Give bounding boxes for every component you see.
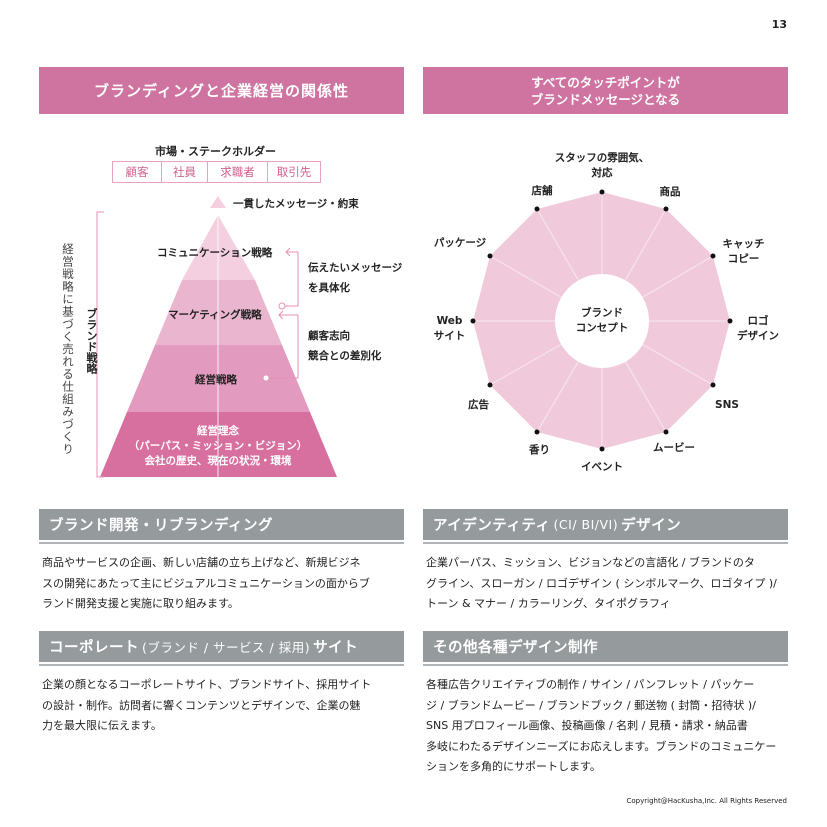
body-line: 商品やサービスの企画、新しい店舗の立ち上げなど、新規ビジネ: [42, 556, 361, 569]
title-bold: アイデンティティ: [433, 518, 551, 534]
stakeholder-jobseeker: 求職者: [208, 162, 268, 182]
philosophy-line-1: 経営理念: [197, 425, 239, 437]
body-line: グライン、スローガン / ロゴデザイン ( シンボルマーク、ロゴタイプ )/: [426, 576, 777, 590]
stakeholder-customer: 顧客: [113, 162, 162, 182]
body-line: スの開発にあたって主にビジュアルコミュニケーションの面からブ: [42, 576, 370, 590]
touchpoint-catchcopy: キャッチ コピー: [716, 237, 771, 267]
touchpoint-staff-line-1: スタッフの雰囲気、: [554, 152, 650, 164]
brand-concept-line-1: ブランド: [581, 307, 623, 319]
philosophy-line-2: （パーパス・ミッション・ビジョン）: [128, 440, 308, 452]
philosophy-line-3: 会社の歴史、現在の状況・環境: [144, 455, 292, 467]
body-line: 力を最大限に伝えます。: [42, 719, 162, 732]
title-bold: コーポレート: [49, 640, 139, 656]
touchpoints-title-line-2: ブランドメッセージとなる: [530, 91, 681, 107]
apex-label: 一貫したメッセージ・約束: [233, 198, 359, 210]
title-light: (ブランド / サービス / 採用): [142, 640, 311, 655]
stakeholder-employee: 社員: [162, 162, 208, 182]
section-divider: [39, 664, 404, 666]
touchpoints-title-line-1: すべてのタッチポイントが: [531, 74, 680, 90]
layer-label-management: 経営戦略: [195, 374, 237, 386]
title-bold-2: デザイン: [621, 518, 682, 534]
touchpoint-staff-line-2: 対応: [591, 167, 613, 179]
touchpoint-logo-design: ロゴ デザイン: [733, 314, 783, 344]
brand-concept-circle: [555, 274, 649, 368]
section-corporate-site-body: 企業の顔となるコーポレートサイト、ブランドサイト、採用サイト の設計・制作。訪問…: [42, 675, 412, 737]
section-identity-design-body: 企業パーパス、ミッション、ビジョンなどの言語化 / ブランドのタ グライン、スロ…: [426, 553, 796, 615]
page-number: 13: [771, 18, 787, 31]
brand-concept-line-2: コンセプト: [575, 322, 629, 334]
body-line: ションを多角的にサポートします。: [426, 760, 601, 773]
brand-concept-label: ブランド コンセプト: [562, 306, 642, 336]
touchpoint-logo-line-1: ロゴ: [747, 315, 769, 327]
pyramid-apex: [210, 196, 226, 208]
touchpoint-website-line-2: サイト: [433, 330, 466, 342]
touchpoint-wheel-diagram: [470, 189, 733, 452]
body-line: ジ / ブランドムービー / ブランドブック / 郵送物 ( 封筒・招待状 )/: [426, 698, 756, 712]
section-brand-development-body: 商品やサービスの企画、新しい店舗の立ち上げなど、新規ビジネ スの開発にあたって主…: [42, 553, 412, 615]
touchpoint-movie: ムービー: [653, 442, 695, 454]
touchpoint-catchcopy-line-2: コピー: [727, 253, 760, 265]
section-divider: [423, 664, 788, 666]
touchpoints-title: すべてのタッチポイントが ブランドメッセージとなる: [423, 67, 788, 114]
touchpoint-product: 商品: [659, 186, 681, 198]
section-corporate-site-title: コーポレート (ブランド / サービス / 採用) サイト: [39, 631, 404, 662]
branding-pyramid-diagram: [96, 196, 337, 478]
title-bold-2: サイト: [313, 640, 359, 656]
touchpoint-website: Web サイト: [432, 314, 467, 344]
touchpoint-logo-line-2: デザイン: [737, 330, 779, 342]
touchpoint-staff: スタッフの雰囲気、 対応: [542, 151, 662, 181]
section-divider: [39, 542, 404, 544]
touchpoint-website-line-1: Web: [436, 315, 463, 327]
touchpoint-catchcopy-line-1: キャッチ: [722, 238, 765, 250]
note-1-line-1: 伝えたいメッセージ: [308, 262, 403, 274]
body-line: トーン & マナー / カラーリング、タイポグラフィ: [426, 597, 671, 610]
note-2-line-1: 顧客志向: [308, 330, 350, 342]
body-line: 企業パーパス、ミッション、ビジョンなどの言語化 / ブランドのタ: [426, 556, 755, 569]
touchpoint-store: 店舗: [531, 185, 553, 197]
note-2-line-2: 競合との差別化: [308, 350, 382, 362]
layer-label-communication: コミュニケーション戦略: [157, 247, 273, 259]
body-line: の設計・制作。訪問者に響くコンテンツとデザインで、企業の魅: [42, 698, 361, 712]
layer-label-philosophy: 経営理念 （パーパス・ミッション・ビジョン） 会社の歴史、現在の状況・環境: [118, 424, 318, 469]
vertical-label-management-strategy: 経営戦略に基づく売れる仕組みづくり: [61, 243, 75, 456]
body-line: ランド開発支援と実施に取り組みます。: [42, 597, 239, 610]
body-line: 各種広告クリエイティブの制作 / サイン / パンフレット / パッケー: [426, 678, 755, 691]
note-message-concretize: 伝えたいメッセージ を具体化: [308, 258, 402, 298]
stakeholders-row: 顧客 社員 求職者 取引先: [112, 161, 321, 183]
section-identity-design-title: アイデンティティ (CI/ BI/VI) デザイン: [423, 509, 788, 540]
copyright-notice: Copyright@HacKusha,Inc. All Rights Reser…: [626, 797, 787, 805]
stakeholder-partner: 取引先: [276, 165, 312, 179]
body-line: SNS 用プロフィール画像、投稿画像 / 名刺 / 見積・請求・納品書: [426, 719, 748, 732]
branding-relationship-title: ブランディングと企業経営の関係性: [39, 67, 404, 114]
section-other-design-body: 各種広告クリエイティブの制作 / サイン / パンフレット / パッケー ジ /…: [426, 675, 796, 778]
section-other-design-title: その他各種デザイン制作: [423, 631, 788, 662]
touchpoint-event: イベント: [581, 461, 623, 473]
note-customer-orientation: 顧客志向 競合との差別化: [308, 326, 381, 366]
touchpoint-sns: SNS: [715, 399, 739, 411]
touchpoint-scent: 香り: [529, 444, 550, 456]
vertical-label-brand-strategy: ブランド戦略: [85, 308, 98, 374]
body-line: 多岐にわたるデザインニーズにお応えします。ブランドのコミュニケー: [426, 739, 777, 753]
note-1-line-2: を具体化: [308, 282, 350, 294]
section-brand-development-title: ブランド開発・リブランディング: [39, 509, 404, 540]
touchpoint-package: パッケージ: [433, 237, 487, 249]
stakeholders-title: 市場・ステークホルダー: [155, 145, 276, 158]
body-line: 企業の顔となるコーポレートサイト、ブランドサイト、採用サイト: [42, 678, 372, 691]
layer-label-marketing: マーケティング戦略: [168, 309, 262, 321]
title-light: (CI/ BI/VI): [553, 517, 619, 532]
section-divider: [423, 542, 788, 544]
touchpoint-advertising: 広告: [468, 399, 489, 411]
